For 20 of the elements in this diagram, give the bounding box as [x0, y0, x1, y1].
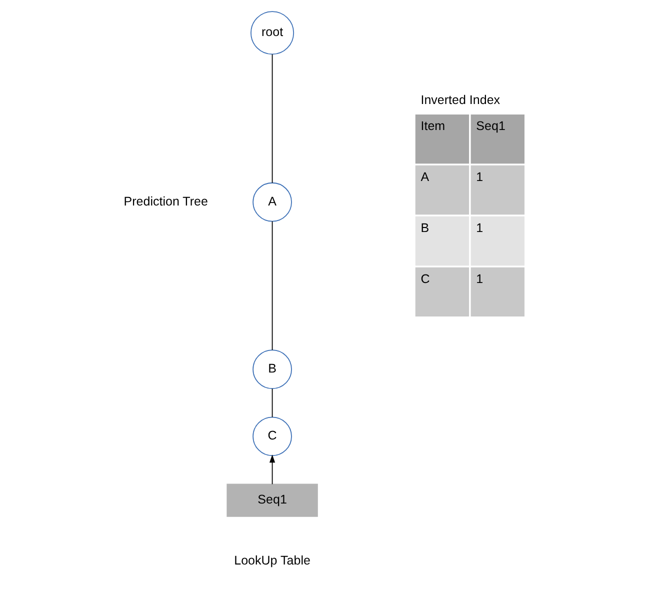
label: 1	[476, 220, 484, 235]
node-circle: B	[252, 350, 292, 389]
label: C	[420, 272, 430, 286]
node-circle: A	[252, 182, 292, 222]
connector	[272, 388, 273, 418]
label: 1	[476, 272, 484, 286]
label: Prediction Tree	[124, 194, 208, 208]
label: Item	[420, 118, 446, 133]
node-circle: root	[250, 11, 294, 55]
node-box: Seq1	[226, 484, 318, 517]
label: Seq1	[476, 118, 506, 133]
label: LookUp Table	[234, 553, 310, 568]
label: A	[420, 170, 430, 184]
label: B	[420, 220, 430, 235]
node-circle: C	[252, 416, 292, 456]
label: 1	[476, 170, 484, 184]
connector	[272, 54, 273, 184]
arrow	[269, 454, 276, 485]
label: Inverted Index	[420, 92, 500, 107]
connector	[272, 220, 273, 350]
